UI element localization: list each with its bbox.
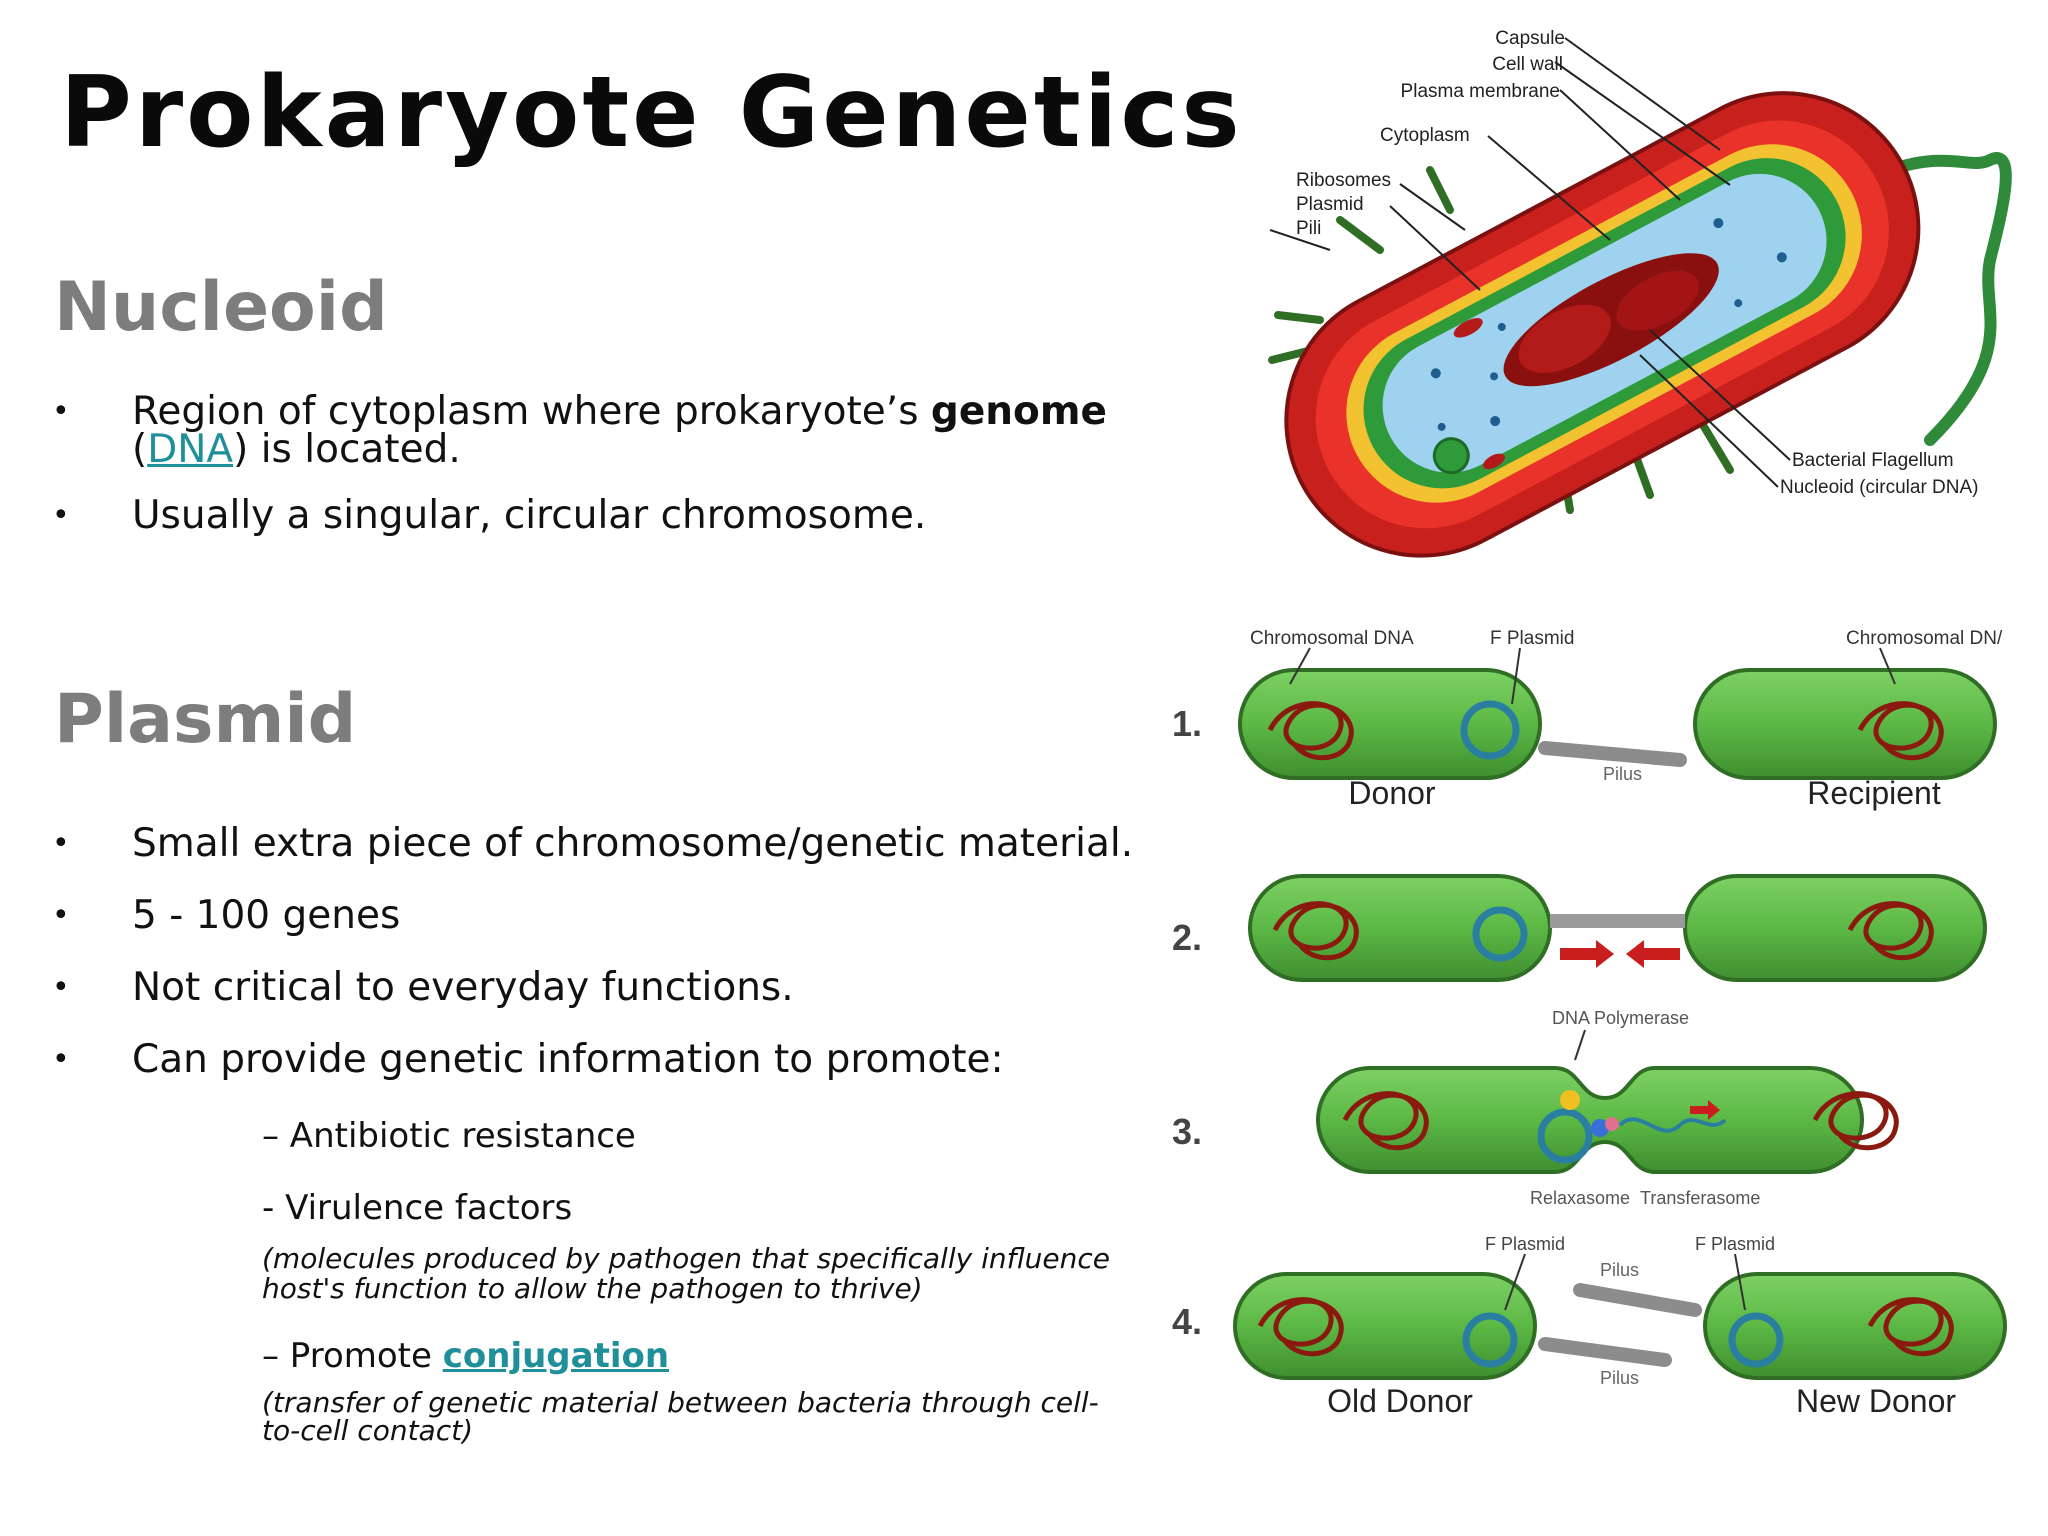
label-f-plasmid-right: F Plasmid xyxy=(1695,1234,1775,1254)
label-pilus: Pilus xyxy=(1603,764,1642,784)
arrow-right xyxy=(1560,940,1614,968)
bold-genome: genome xyxy=(930,389,1107,434)
label-flagellum: Bacterial Flagellum xyxy=(1792,450,1954,471)
label-ribosomes: Ribosomes xyxy=(1296,170,1391,191)
arrow-left xyxy=(1626,940,1680,968)
label-new-donor: New Donor xyxy=(1796,1383,1956,1419)
row-2 xyxy=(1248,874,1987,982)
label-capsule: Capsule xyxy=(1495,28,1565,49)
conjugation-diagram: Chromosomal DNA F Plasmid Chromosomal DN… xyxy=(1172,628,2007,1419)
bullet-dot: • xyxy=(52,394,70,429)
ribosomes xyxy=(1430,218,1787,431)
page-title: Prokaryote Genetics xyxy=(60,56,1243,170)
label-pili: Pili xyxy=(1296,218,1321,239)
chromosome-donor xyxy=(1267,701,1354,761)
label-nucleoid: Nucleoid (circular DNA) xyxy=(1780,477,1979,498)
leader-lines xyxy=(1269,37,1791,488)
row-4: F Plasmid F Plasmid Pilus Pilus Old Dono… xyxy=(1233,1234,2007,1419)
donor-cell xyxy=(1238,668,1542,780)
step-1: 1. xyxy=(1172,703,1202,744)
label-plasma-membrane: Plasma membrane xyxy=(1401,81,1560,102)
recipient-cell xyxy=(1693,668,1997,780)
green-granule xyxy=(1432,437,1470,475)
plasmid-blob xyxy=(1453,318,1483,338)
conjugation-link[interactable]: conjugation xyxy=(442,1336,670,1376)
label-pilus-bottom: Pilus xyxy=(1600,1368,1639,1388)
label-cell-wall: Cell wall xyxy=(1492,54,1563,75)
joined-cells xyxy=(1316,1066,1864,1174)
label-f-plasmid-left: F Plasmid xyxy=(1485,1234,1565,1254)
label-recipient: Recipient xyxy=(1807,775,1941,811)
conjugation-note-2: to-cell contact) xyxy=(262,1414,473,1447)
plasmid-heading: Plasmid xyxy=(54,680,357,759)
flagellum xyxy=(1884,152,2012,446)
bullet-dot: • xyxy=(52,826,70,861)
bullet-dot: • xyxy=(52,970,70,1005)
bullet-dot: • xyxy=(52,898,70,933)
label-pilus-top: Pilus xyxy=(1600,1260,1639,1280)
step-4: 4. xyxy=(1172,1301,1202,1342)
row-1: Pilus Donor Recipient xyxy=(1238,647,1997,811)
label-dna-polymerase: DNA Polymerase xyxy=(1552,1008,1689,1028)
virulence-note-2: host's function to allow the pathogen to… xyxy=(262,1272,923,1305)
sub-virulence-factors: - Virulence factors xyxy=(262,1188,573,1228)
sub-antibiotic-resistance: – Antibiotic resistance xyxy=(262,1116,636,1156)
label-relaxasome: Relaxasome xyxy=(1530,1188,1630,1208)
bullet-text: Region of cytoplasm where prokaryote’s xyxy=(132,389,931,434)
label-donor: Donor xyxy=(1348,775,1436,811)
pilus xyxy=(1538,741,1687,767)
row-3: DNA Polymerase Relaxasome Transferasome xyxy=(1316,1008,1899,1208)
chromosome-recipient xyxy=(1857,701,1944,761)
step-2: 2. xyxy=(1172,917,1202,958)
label-chromosomal-dna-left: Chromosomal DNA xyxy=(1250,628,1414,649)
conjugation-note-1: (transfer of genetic material between ba… xyxy=(262,1386,1099,1419)
label-cytoplasm: Cytoplasm xyxy=(1380,125,1470,146)
prokaryote-cell-diagram: Capsule Cell wall Plasma membrane Cytopl… xyxy=(1268,28,2012,558)
f-plasmid-ring xyxy=(1460,700,1520,760)
bullet-dot: • xyxy=(52,498,70,533)
label-f-plasmid: F Plasmid xyxy=(1490,628,1574,649)
nucleoid-heading: Nucleoid xyxy=(54,268,388,347)
virulence-note-1: (molecules produced by pathogen that spe… xyxy=(262,1242,1111,1275)
dna-link[interactable]: DNA xyxy=(147,427,234,472)
step-3: 3. xyxy=(1172,1111,1202,1152)
label-plasmid: Plasmid xyxy=(1296,194,1364,215)
sub-promote-conjugation: – Promote conjugation xyxy=(262,1336,670,1376)
nucleoid-dna xyxy=(1503,253,1719,387)
cell-body xyxy=(1284,91,1921,558)
label-old-donor: Old Donor xyxy=(1327,1383,1473,1419)
label-chromosomal-dna-right: Chromosomal DN/ xyxy=(1846,628,2003,649)
bullet-dot: • xyxy=(52,1042,70,1077)
label-transferasome: Transferasome xyxy=(1640,1188,1760,1208)
